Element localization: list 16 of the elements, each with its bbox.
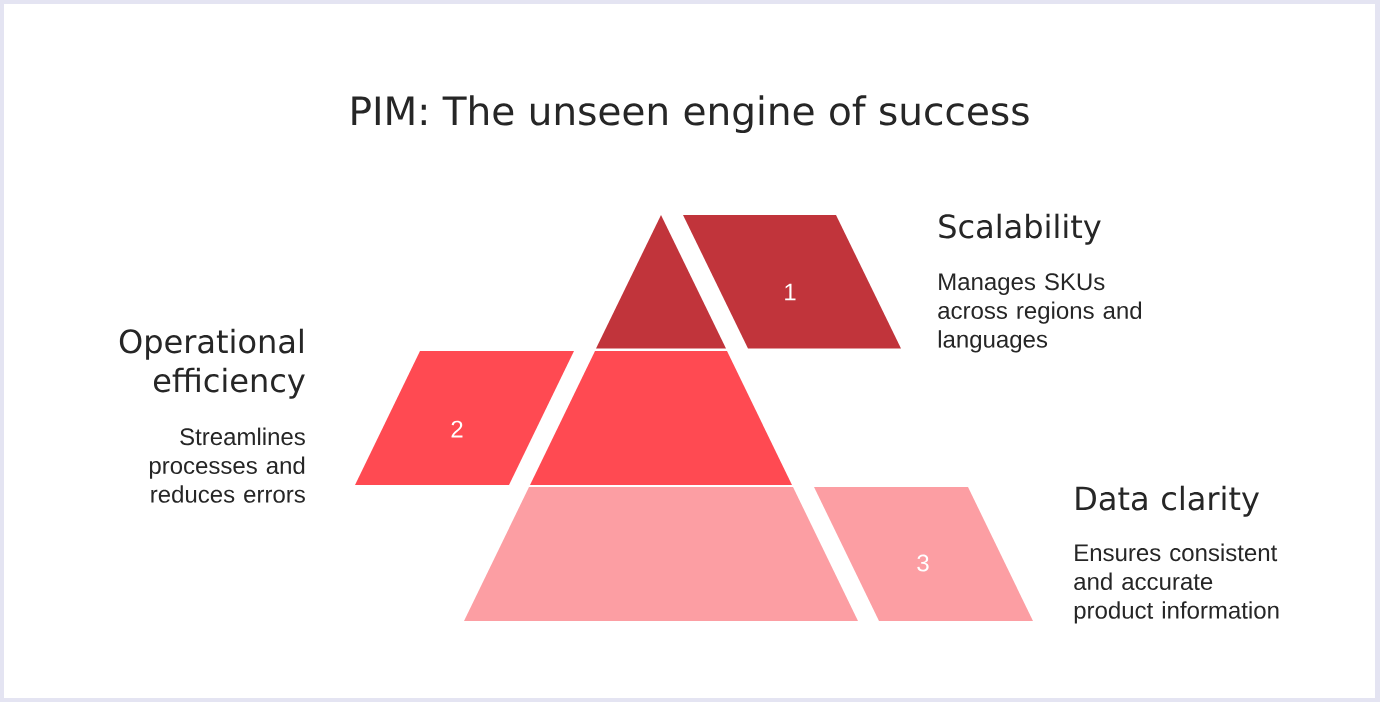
numbered-tile: 2: [355, 351, 574, 485]
description-text: Ensures consistent and accurate product information: [1074, 543, 1279, 624]
node-label: 3: [917, 554, 929, 572]
description-text: Streamlines processes and reduces errors: [149, 427, 305, 503]
description-text: Manages SKUs across regions and languages: [938, 273, 1142, 353]
node-label: 2: [451, 420, 463, 438]
numbered-tile: 3: [814, 487, 1033, 621]
title: PIM: The unseen engine of success: [352, 95, 1029, 134]
node-label: 1: [785, 283, 796, 301]
section-heading: Operational efficiency: [119, 328, 305, 399]
pyramid-tier: [596, 215, 726, 349]
pyramid-tier: [464, 487, 858, 621]
numbered-tile: 1: [683, 215, 901, 349]
section-heading: Scalability: [939, 213, 1101, 245]
pyramid-tier: [530, 351, 792, 485]
section-heading: Data clarity: [1076, 485, 1259, 517]
